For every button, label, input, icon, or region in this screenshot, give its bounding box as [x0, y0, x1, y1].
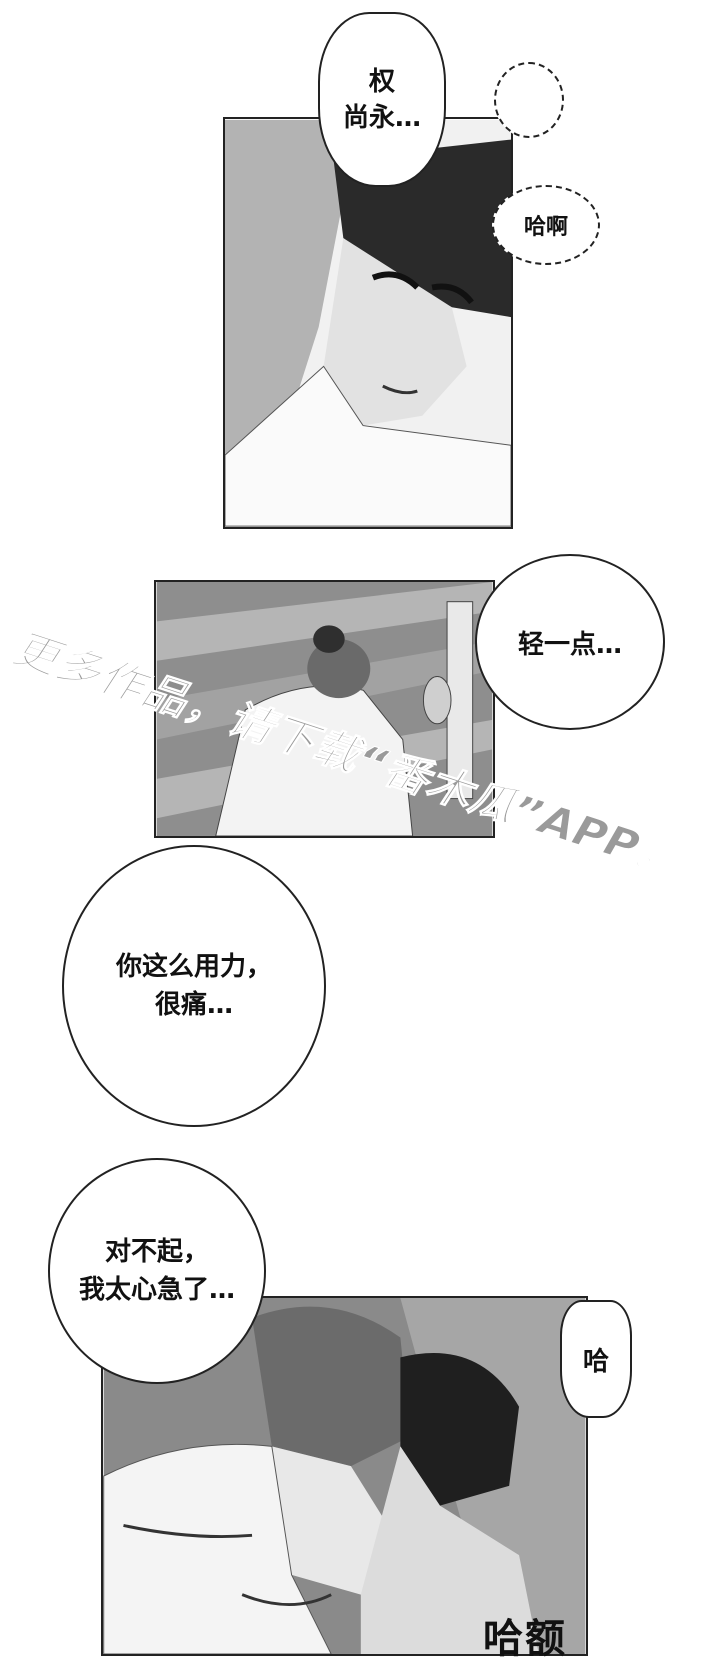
speech-text: 轻一点…	[517, 629, 622, 660]
panel-1-art	[223, 117, 513, 529]
speech-bubble-it-hurts: 你这么用力， 很痛…	[62, 845, 326, 1127]
speech-text: 对不起，	[104, 1237, 209, 1267]
speech-text: 哈	[582, 1346, 609, 1377]
speech-text: 权	[368, 66, 395, 97]
speech-text: 我太心急了…	[78, 1275, 235, 1305]
panel-2-art	[154, 580, 495, 838]
speech-bubble-quan-shangyong: 权 尚永…	[318, 12, 446, 187]
speech-text: 尚永…	[342, 102, 421, 133]
speech-text: 你这么用力，	[115, 952, 272, 982]
speech-bubble-gentle: 轻一点…	[475, 554, 665, 730]
panel-1-illustration	[225, 119, 511, 527]
sound-effect-hae: 哈额	[483, 1606, 567, 1664]
thought-bubble-empty	[494, 62, 564, 138]
sound-effect-text: 哈额	[483, 1616, 567, 1662]
speech-bubble-haa: 哈啊	[492, 185, 600, 265]
panel-4-illustration	[103, 1298, 586, 1654]
panel-2-illustration	[156, 582, 493, 836]
panel-4-art	[101, 1296, 588, 1656]
speech-text: 很痛…	[154, 990, 233, 1020]
speech-bubble-ha: 哈	[560, 1300, 632, 1418]
speech-text: 哈啊	[523, 215, 568, 240]
speech-bubble-sorry: 对不起， 我太心急了…	[48, 1158, 266, 1384]
